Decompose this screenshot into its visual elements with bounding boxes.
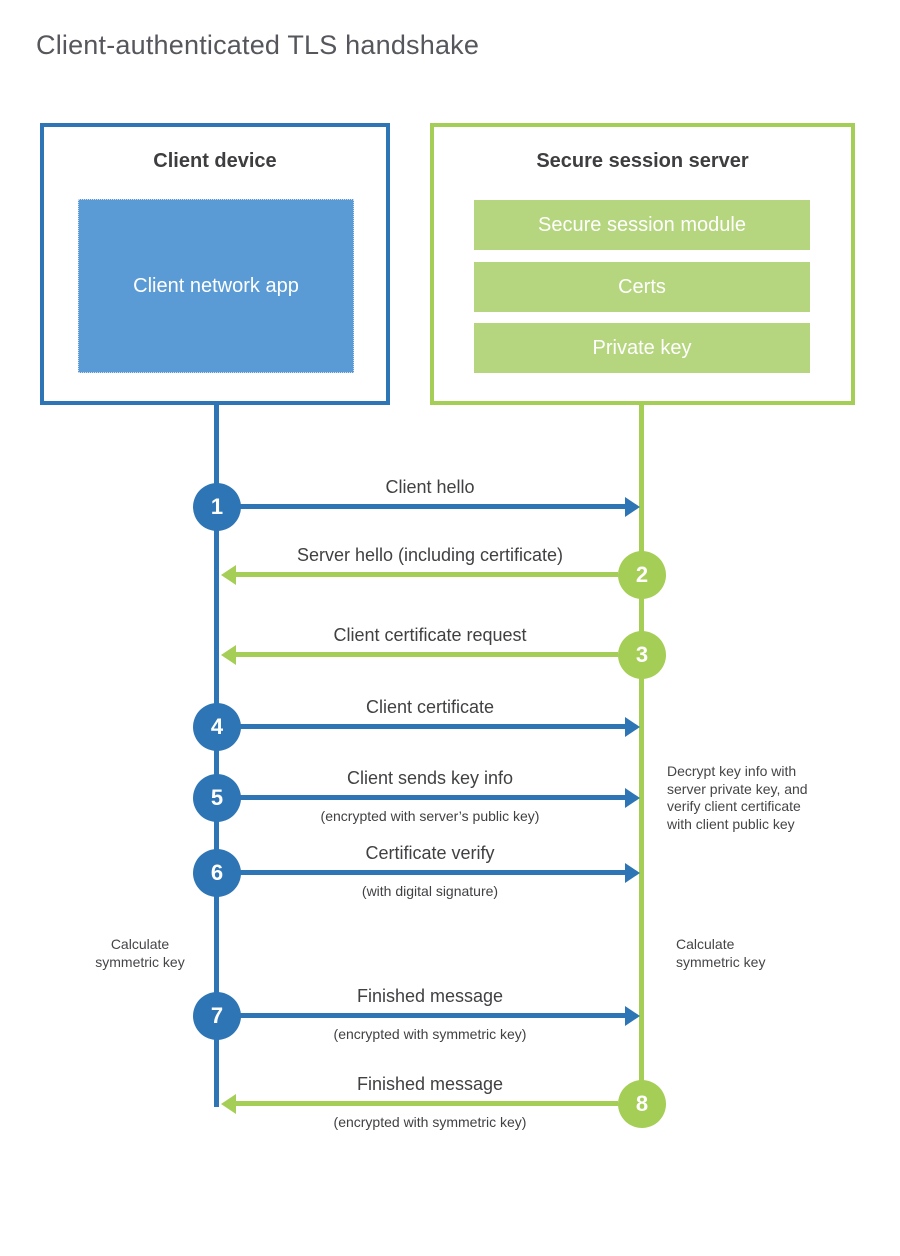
message-sublabel: (encrypted with symmetric key) bbox=[333, 1114, 527, 1130]
secure-session-server-title: Secure session server bbox=[536, 150, 749, 172]
message-label: Server hello (including certificate) bbox=[296, 545, 564, 565]
step-circle-5: 5 bbox=[193, 774, 241, 822]
message-label: Certificate verify bbox=[365, 843, 495, 863]
arrow-right-icon bbox=[240, 1013, 625, 1018]
secure-session-server-box: Secure session server Secure session mod… bbox=[430, 123, 855, 405]
arrow-right-icon bbox=[240, 870, 625, 875]
step-circle-6: 6 bbox=[193, 849, 241, 897]
client-device-title: Client device bbox=[153, 150, 277, 172]
message-label: Client sends key info bbox=[346, 768, 514, 788]
server-lifeline bbox=[639, 405, 644, 1105]
message-label: Client certificate request bbox=[333, 625, 527, 645]
step-circle-4: 4 bbox=[193, 703, 241, 751]
step-circle-1: 1 bbox=[193, 483, 241, 531]
client-lifeline bbox=[214, 405, 219, 1107]
server-module-secure-session: Secure session module bbox=[474, 200, 810, 250]
arrow-right-icon bbox=[240, 795, 625, 800]
arrow-left-icon bbox=[236, 1101, 618, 1106]
client-device-box: Client device Client network app bbox=[40, 123, 390, 405]
arrow-left-icon bbox=[236, 652, 618, 657]
message-label: Finished message bbox=[356, 1074, 504, 1094]
note-decrypt-key-info: Decrypt key info with server private key… bbox=[667, 763, 808, 832]
arrow-right-icon bbox=[240, 504, 625, 509]
note-calculate-symmetric-key-server: Calculate symmetric key bbox=[676, 936, 766, 970]
client-network-app-label: Client network app bbox=[133, 275, 299, 297]
step-circle-3: 3 bbox=[618, 631, 666, 679]
message-sublabel: (encrypted with symmetric key) bbox=[333, 1026, 527, 1042]
arrow-left-icon bbox=[236, 572, 618, 577]
server-module-label: Secure session module bbox=[538, 213, 746, 236]
server-module-private-key: Private key bbox=[474, 323, 810, 373]
message-label: Client certificate bbox=[365, 697, 495, 717]
server-module-label: Certs bbox=[618, 275, 666, 298]
step-circle-8: 8 bbox=[618, 1080, 666, 1128]
message-label: Client hello bbox=[385, 477, 475, 497]
note-calculate-symmetric-key-client: Calculate symmetric key bbox=[95, 936, 185, 970]
message-label: Finished message bbox=[356, 986, 504, 1006]
server-module-certs: Certs bbox=[474, 262, 810, 312]
server-module-label: Private key bbox=[592, 336, 692, 359]
message-sublabel: (with digital signature) bbox=[361, 883, 499, 899]
page-title: Client-authenticated TLS handshake bbox=[36, 30, 480, 60]
arrow-right-icon bbox=[240, 724, 625, 729]
client-network-app-box: Client network app bbox=[78, 199, 354, 373]
message-sublabel: (encrypted with server’s public key) bbox=[320, 808, 540, 824]
step-circle-7: 7 bbox=[193, 992, 241, 1040]
step-circle-2: 2 bbox=[618, 551, 666, 599]
